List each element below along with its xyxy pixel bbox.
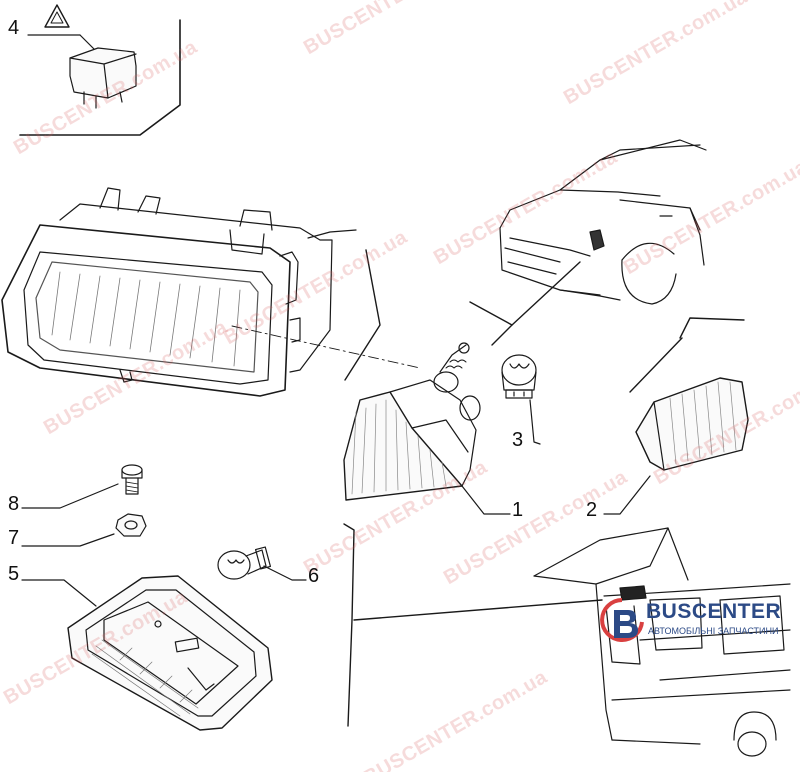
interior-lamp-part-5: [21, 575, 273, 731]
side-marker-part-2: [603, 377, 749, 515]
bulb-glass: [501, 354, 537, 386]
callout-8: 8: [8, 493, 20, 515]
callout-7: 7: [8, 527, 20, 549]
indicator-part-1: [343, 342, 511, 515]
warning-triangle-icon: [44, 4, 70, 28]
callout-3: 3: [512, 429, 524, 451]
interior-lamp-housing: [67, 575, 273, 731]
relay-part-4: [19, 4, 181, 136]
relay-frame: [19, 19, 181, 136]
nut-part-7: [21, 513, 147, 547]
callout-5: 5: [8, 563, 20, 585]
headlamp: [1, 187, 421, 397]
leader-lines: [344, 249, 745, 393]
buscenter-logo: BUSCENTER АВТОМОБІЛЬНІ ЗАПЧАСТИНИ: [600, 596, 798, 648]
headlamp-outer: [1, 224, 291, 397]
vehicle-rear: [343, 523, 791, 757]
vehicle-front: [499, 139, 707, 305]
bulb-part-6: [217, 546, 307, 581]
bulb-part-3: [501, 354, 541, 445]
indicator-lens: [343, 391, 463, 501]
callout-2: 2: [586, 499, 598, 521]
callout-6: 6: [308, 565, 320, 587]
logo-subtitle: АВТОМОБІЛЬНІ ЗАПЧАСТИНИ: [648, 626, 779, 636]
callout-4: 4: [8, 17, 20, 39]
buscenter-logo-mark: [600, 598, 644, 642]
callout-1: 1: [512, 499, 524, 521]
relay-body: [69, 47, 137, 99]
logo-title: BUSCENTER: [646, 600, 782, 623]
screw-part-8: [21, 464, 143, 509]
